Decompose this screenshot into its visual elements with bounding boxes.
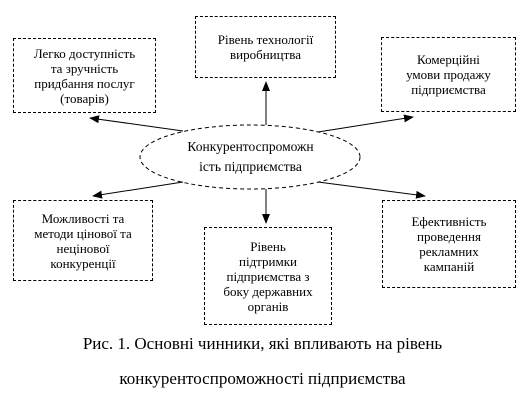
arrow-to-ease [89,115,184,132]
factor-box-advertising-efficiency: Ефективність проведення рекламних кампан… [382,200,516,288]
arrow-to-commercial [317,114,414,133]
arrow-to-competition [92,181,184,199]
figure-caption-line-1: Рис. 1. Основні чинники, які впливають н… [82,334,443,353]
factor-box-commercial-terms: Комерційні умови продажу підприємства [381,37,516,112]
factor-box-state-support: Рівень підтримки підприємства з боку дер… [204,227,332,325]
factor-box-ease-of-access: Легко доступність та зручність придбання… [13,38,156,113]
center-ellipse [139,124,361,190]
factor-box-competition-methods: Можливості та методи цінової та неціново… [13,200,153,281]
arrow-to-advertising [317,181,426,199]
center-label: Конкурентоспроможн ість підприємства [187,139,314,174]
figure-caption-line-2: конкурентоспроможності підприємства [119,369,406,388]
factor-box-technology-level: Рівень технології виробництва [195,16,336,78]
